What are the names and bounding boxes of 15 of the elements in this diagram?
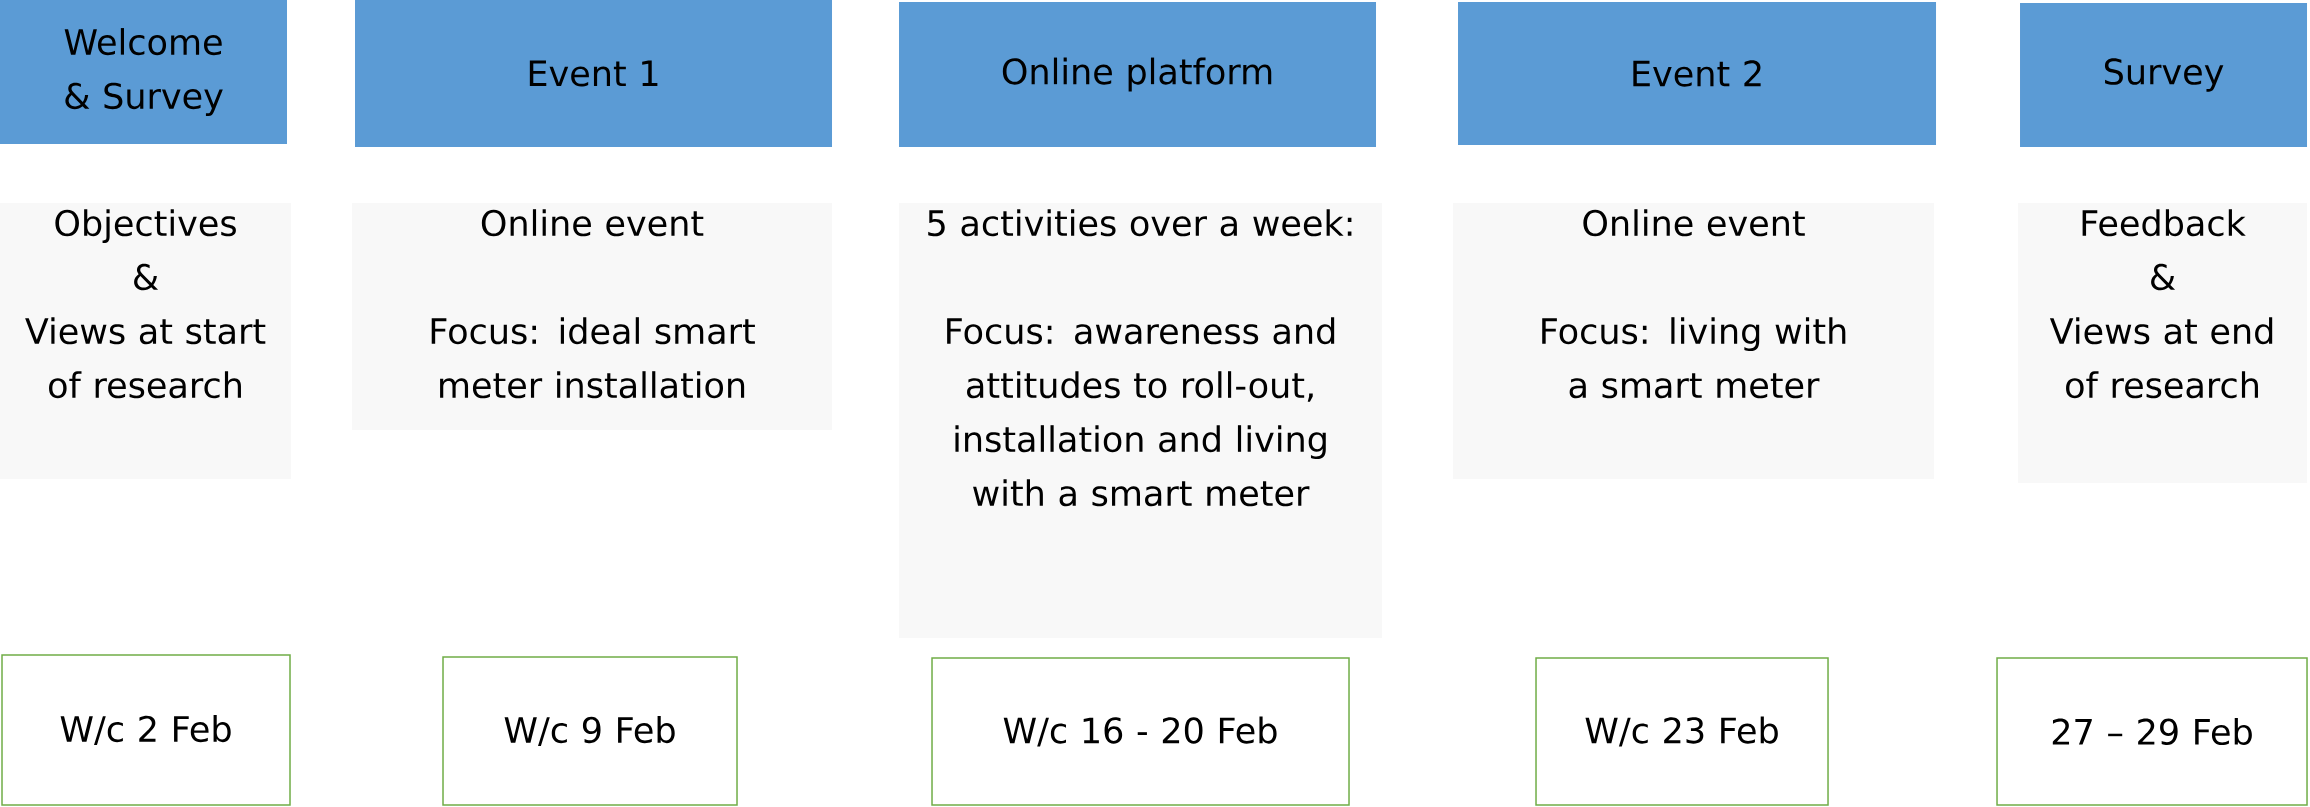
header-box: Survey xyxy=(2020,3,2307,147)
date-box: W/c 23 Feb xyxy=(1535,657,1829,806)
date-box: W/c 16 - 20 Feb xyxy=(931,657,1350,806)
description-box: 5 activities over a week: Focus: awareness and attitudes to roll-out, installation and living with a smart meter xyxy=(899,203,1382,638)
date-box: W/c 9 Feb xyxy=(442,656,738,806)
description-box: Feedback & Views at end of research xyxy=(2018,203,2307,483)
description-box: Online event Focus: ideal smart meter installation xyxy=(352,203,832,430)
header-box: Online platform xyxy=(899,2,1376,147)
header-box: Welcome & Survey xyxy=(0,0,287,144)
header-box: Event 2 xyxy=(1458,2,1936,145)
description-box: Online event Focus: living with a smart meter xyxy=(1453,203,1934,479)
date-box: 27 – 29 Feb xyxy=(1996,657,2308,806)
header-box: Event 1 xyxy=(355,0,832,147)
description-box: Objectives & Views at start of research xyxy=(0,203,291,479)
date-box: W/c 2 Feb xyxy=(1,654,291,806)
